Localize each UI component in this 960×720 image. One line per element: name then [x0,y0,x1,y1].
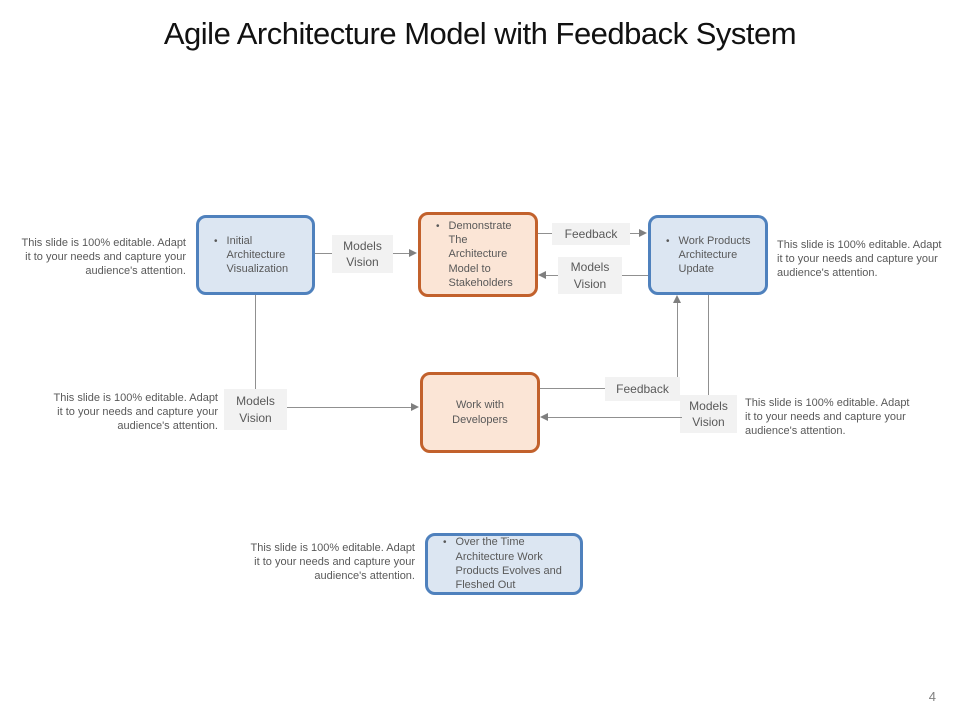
arrowhead-into-developers-return [540,413,548,421]
bullet-icon: • [436,220,440,232]
bullet-icon: • [443,537,447,549]
arrowhead-into-workproducts [639,229,647,237]
box-demonstrate-architecture-model: • Demonstrate The Architecture Model to … [418,212,538,297]
editable-note-top-left: This slide is 100% editable. Adapt it to… [21,237,187,278]
connector-modelsvision-to-demonstrate [393,253,410,254]
label-models-vision-top-left: Models Vision [332,235,393,273]
box-text: Work Products Architecture Update [678,234,751,276]
arrowhead-into-demonstrate-return [538,271,546,279]
box-content: • Demonstrate The Architecture Model to … [421,215,531,294]
connector-workproducts-to-modelsvision [622,275,648,276]
box-work-products-architecture-update: • Work Products Architecture Update [648,215,768,295]
box-text: Initial Architecture Visualization [226,234,289,276]
editable-note-mid-right: This slide is 100% editable. Adapt it to… [745,397,910,438]
arrowhead-into-demonstrate [409,249,417,257]
box-content: Work with Developers [423,394,537,431]
connector-demonstrate-to-feedback [538,233,552,234]
connector-feedback-up [677,303,678,377]
box-content: • Over the Time Architecture Work Produc… [428,531,578,596]
connector-modelsvision-to-demonstrate-return [546,275,558,276]
label-feedback-top: Feedback [552,223,630,245]
box-text: Demonstrate The Architecture Model to St… [448,219,513,289]
page-number: 4 [928,689,936,704]
connector-feedback-to-workproducts [630,233,640,234]
bullet-icon: • [214,235,218,247]
box-text: Over the Time Architecture Work Products… [455,536,562,592]
box-text: Work with Developers [452,399,508,426]
connector-modelsvision-to-developers [287,407,412,408]
box-initial-architecture-visualization: • Initial Architecture Visualization [196,215,315,295]
connector-workproducts-down [708,295,709,395]
arrowhead-into-developers [411,403,419,411]
box-content: • Initial Architecture Visualization [199,230,311,281]
editable-note-mid-left: This slide is 100% editable. Adapt it to… [53,392,219,433]
arrowhead-into-workproducts-bottom [673,295,681,303]
box-work-with-developers: Work with Developers [420,372,540,453]
connector-initial-to-modelsvision [315,253,332,254]
box-content: • Work Products Architecture Update [651,230,763,281]
label-models-vision-top-right: Models Vision [558,257,622,294]
connector-initial-down [255,295,256,389]
connector-developers-to-feedback [540,388,605,389]
connector-modelsvision-to-developers-return [548,417,682,418]
bullet-icon: • [666,235,670,247]
label-models-vision-mid-left: Models Vision [224,389,287,430]
editable-note-bottom: This slide is 100% editable. Adapt it to… [250,542,416,583]
slide-title: Agile Architecture Model with Feedback S… [163,16,797,51]
box-over-time-architecture-evolves: • Over the Time Architecture Work Produc… [425,533,583,595]
label-models-vision-mid-right: Models Vision [680,395,737,433]
editable-note-top-right: This slide is 100% editable. Adapt it to… [777,239,942,280]
label-feedback-mid: Feedback [605,377,680,401]
